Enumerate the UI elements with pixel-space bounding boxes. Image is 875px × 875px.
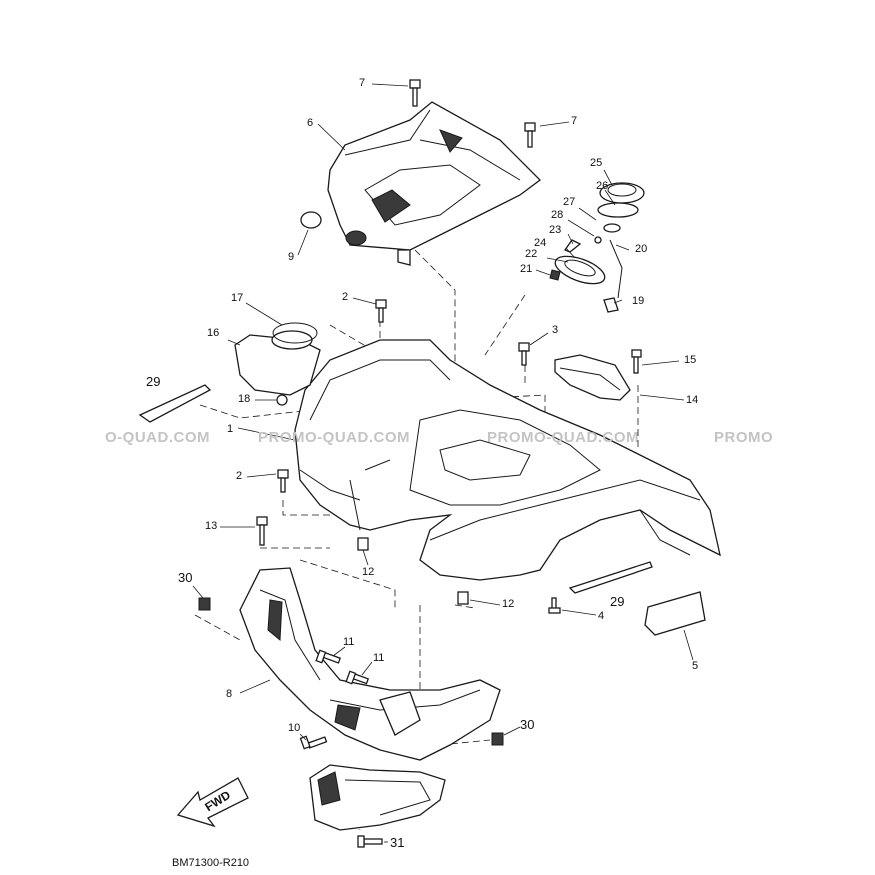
callout-8: 8 [226,688,233,700]
clip-12-right [457,591,469,605]
bolt-2-lower [277,469,289,493]
callout-3: 3 [552,324,559,336]
callout-30: 30 [178,570,193,585]
callout-2: 2 [342,291,349,303]
fwd-arrow-icon [176,777,249,828]
callout-11: 11 [373,652,385,664]
callout-19: 19 [632,295,645,307]
callout-12: 12 [362,566,375,578]
callout-1: 1 [227,423,234,435]
callout-21: 21 [520,263,533,275]
callout-11: 11 [343,636,355,648]
bolt-7-right [524,122,536,148]
callout-26: 26 [596,180,609,192]
callout-24: 24 [534,237,547,249]
watermark-text: PROMO-QUAD.COM [258,429,410,446]
callout-25: 25 [590,157,603,169]
callout-4: 4 [598,610,605,622]
callout-15: 15 [684,354,697,366]
callout-27: 27 [563,196,576,208]
callout-10: 10 [288,722,301,734]
lower-cover [309,764,446,831]
callout-12: 12 [502,598,515,610]
callout-30: 30 [520,717,535,732]
callout-7: 7 [571,115,578,127]
clip-12-left [357,537,369,551]
bolt-3 [518,342,530,366]
clip-30-right [491,732,504,746]
bolt-11-upper [315,649,341,664]
callout-14: 14 [686,394,699,406]
watermark-text: PROMO [714,429,774,446]
callout-5: 5 [692,660,699,672]
drawing-code: BM71300-R210 [172,857,250,869]
callout-29: 29 [610,594,625,609]
callout-22: 22 [525,248,538,260]
bolt-4 [548,597,561,614]
callout-18: 18 [238,393,251,405]
strip-part-29-left [138,384,212,423]
bolt-31 [357,835,383,848]
strip-part-29-right [568,561,653,594]
callout-29: 29 [146,374,161,389]
bolt-11-lower [345,670,370,685]
callout-6: 6 [307,117,314,129]
callout-20: 20 [635,243,648,255]
bolt-7-top [409,79,421,107]
front-fender-body [294,339,721,581]
cap-part-9 [300,211,322,229]
callout-9: 9 [288,251,295,263]
watermark-text: PROMO-QUAD.COM [487,429,639,446]
callout-23: 23 [549,224,562,236]
bolt-10 [299,735,328,750]
callout-13: 13 [205,520,218,532]
lower-guard-part-8 [239,567,501,761]
clip-30-left [198,597,211,611]
bolt-13 [256,516,268,546]
bracket-part-14 [554,354,631,401]
callout-7: 7 [359,77,366,89]
front-top-panel [327,101,541,266]
callout-17: 17 [231,292,244,304]
callout-leader-lines [192,83,694,843]
bolt-15 [631,349,642,374]
watermark-text: O-QUAD.COM [105,429,210,446]
callout-16: 16 [207,327,220,339]
callout-2: 2 [236,470,243,482]
callout-31: 31 [390,835,405,850]
tank-part-16 [234,322,321,406]
panel-part-5 [644,591,706,636]
bolt-2-upper [375,299,387,323]
callout-28: 28 [551,209,564,221]
cap-assembly [549,182,645,313]
